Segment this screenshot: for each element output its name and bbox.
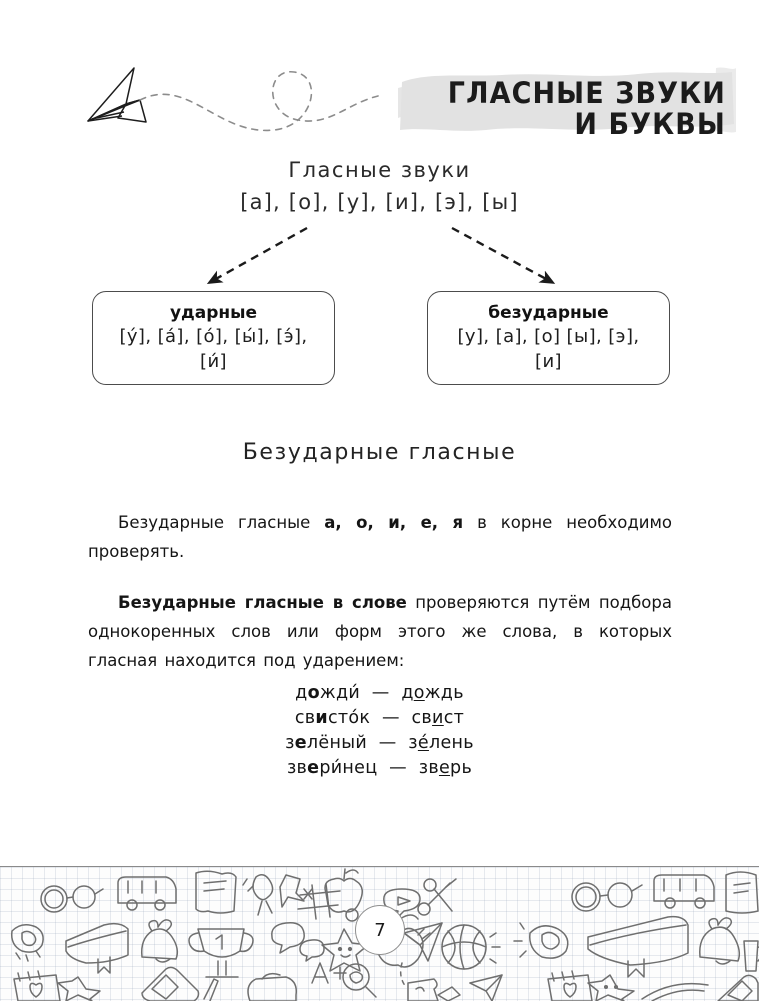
page-title-line-2: И БУКВЫ <box>574 107 726 141</box>
example-left-pre: д <box>295 683 308 703</box>
scissors-doodle <box>417 878 457 916</box>
example-right-post: лень <box>428 733 474 753</box>
diagram-vowels-list: [а], [о], [у], [и], [э], [ы] <box>240 190 519 214</box>
example-row: зелёный — зе́лень <box>0 731 759 756</box>
example-right-underlined: е <box>438 758 451 778</box>
example-dash: — <box>377 758 419 778</box>
stressed-box-title: ударные <box>169 303 258 323</box>
unstressed-vowels-box: безударные [у], [а], [о] [ы], [э], [и] <box>427 291 670 385</box>
glasses-doodle <box>571 882 643 912</box>
paragraph-two: Безударные гласные в слове проверяются п… <box>88 588 672 675</box>
paragraph-two-after: проверяются путём подбора однокоренных с… <box>88 593 672 670</box>
example-dash: — <box>370 708 412 728</box>
paragraph-two-bold-lead: Безударные гласные в слове <box>118 593 407 612</box>
arrow-to-stressed-box <box>206 226 308 284</box>
cup-doodle <box>743 940 759 972</box>
example-left-bold: е <box>294 733 307 753</box>
page-title: ГЛАСНЫЕ ЗВУКИ И БУКВЫ <box>421 78 726 140</box>
example-row: свисто́к — свист <box>0 706 759 731</box>
example-right-pre: д <box>401 683 414 703</box>
pencil-doodle <box>203 978 219 1001</box>
page-title-line-1: ГЛАСНЫЕ ЗВУКИ <box>447 76 726 110</box>
example-dash: — <box>360 683 402 703</box>
section-heading: Безударные гласные <box>242 440 517 465</box>
example-right-post: ждь <box>424 683 464 703</box>
backpack-doodle <box>247 972 298 1001</box>
magnifier-doodle <box>342 963 377 998</box>
pencil-doodle <box>437 986 461 1001</box>
note-paper-doodle <box>725 871 759 914</box>
example-left-pre: з <box>285 733 295 753</box>
apple-doodle <box>324 868 363 913</box>
example-right-pre: св <box>411 708 433 728</box>
paragraph-one-after: в корне необходимо проверять. <box>88 513 672 561</box>
paragraph-one: Безударные гласные а, о, и, е, я в корне… <box>88 508 672 566</box>
unstressed-box-line-1: [у], [а], [о] [ы], [э], <box>457 326 640 347</box>
example-right-pre: зв <box>418 758 439 778</box>
unstressed-box-title: безударные <box>488 303 609 323</box>
speech-bubble-doodle <box>271 921 325 962</box>
a-plus-doodle <box>311 962 347 984</box>
example-left-post: лёный <box>306 733 367 753</box>
trophy-doodle <box>188 928 254 978</box>
paragraph-one-before: Безударные гласные <box>118 513 325 532</box>
example-left-bold: о <box>307 683 320 703</box>
example-left-bold: и <box>315 708 328 728</box>
tic-tac-toe-doodle <box>297 883 359 922</box>
example-left-bold: е <box>307 758 320 778</box>
example-right-post: ст <box>443 708 465 728</box>
arrow-to-unstressed-box <box>451 226 556 284</box>
star-doodle <box>57 976 101 1001</box>
note-paper-doodle <box>195 870 254 914</box>
bell-doodle <box>699 917 741 965</box>
ribbon-doodle <box>252 874 274 916</box>
page-number: 7 <box>355 905 405 955</box>
example-left-pre: св <box>294 708 316 728</box>
notepad-doodle <box>13 970 61 1001</box>
example-right-post: рь <box>450 758 473 778</box>
calculator-doodle <box>141 966 200 1001</box>
page-header: ГЛАСНЫЕ ЗВУКИ И БУКВЫ <box>0 0 759 150</box>
example-left-post: сто́к <box>327 708 371 728</box>
example-dash: — <box>367 733 409 753</box>
example-row: дожди́ — дождь <box>0 681 759 706</box>
paper-plane-doodle <box>399 922 443 988</box>
example-right-underlined: о <box>413 683 425 703</box>
ruler-doodle <box>513 922 569 959</box>
book-doodle <box>65 922 129 974</box>
book-doodle <box>587 915 689 978</box>
example-right-pre: з <box>408 733 418 753</box>
example-left-post: ри́нец <box>319 758 378 778</box>
diagram-arrows <box>206 226 556 284</box>
footer-doodle-band <box>10 868 759 1001</box>
example-left-pre: зв <box>286 758 308 778</box>
paper-plane-doodle <box>469 974 503 1001</box>
ribbon-doodle <box>279 874 305 908</box>
ruler-doodle <box>10 924 44 962</box>
notepad-doodle <box>547 970 593 1001</box>
paragraph-one-bold-vowels: а, о, и, е, я <box>324 513 464 532</box>
school-bus-doodle <box>653 874 715 909</box>
school-bus-doodle <box>117 876 177 911</box>
basketball-doodle <box>441 924 501 970</box>
dashed-trail-icon <box>139 71 379 132</box>
unstressed-box-line-2: [и] <box>535 351 562 372</box>
glasses-doodle <box>40 885 104 913</box>
stressed-vowels-box: ударные [ý], [á], [ó], [ы́], [э́], [и́] <box>92 291 335 385</box>
example-row: звери́нец — зверь <box>0 756 759 781</box>
title-brush-stroke <box>398 67 736 133</box>
stressed-box-line-1: [ý], [á], [ó], [ы́], [э́], <box>119 326 308 347</box>
paper-plane-icon <box>87 67 379 132</box>
star-doodle <box>587 974 635 1001</box>
example-word-pairs: дожди́ — дождь свисто́к — свист зелёный … <box>0 681 759 781</box>
example-right-underlined: и <box>432 708 444 728</box>
stressed-box-line-2: [и́] <box>200 351 227 372</box>
pencil-doodle <box>641 982 709 1001</box>
puzzle-doodle <box>407 978 439 1001</box>
example-left-post: жди́ <box>319 683 361 703</box>
bell-doodle <box>140 919 179 963</box>
diagram-heading: Гласные звуки <box>288 158 471 182</box>
calculator-doodle <box>717 974 759 1001</box>
example-right-underlined: е́ <box>417 733 429 753</box>
